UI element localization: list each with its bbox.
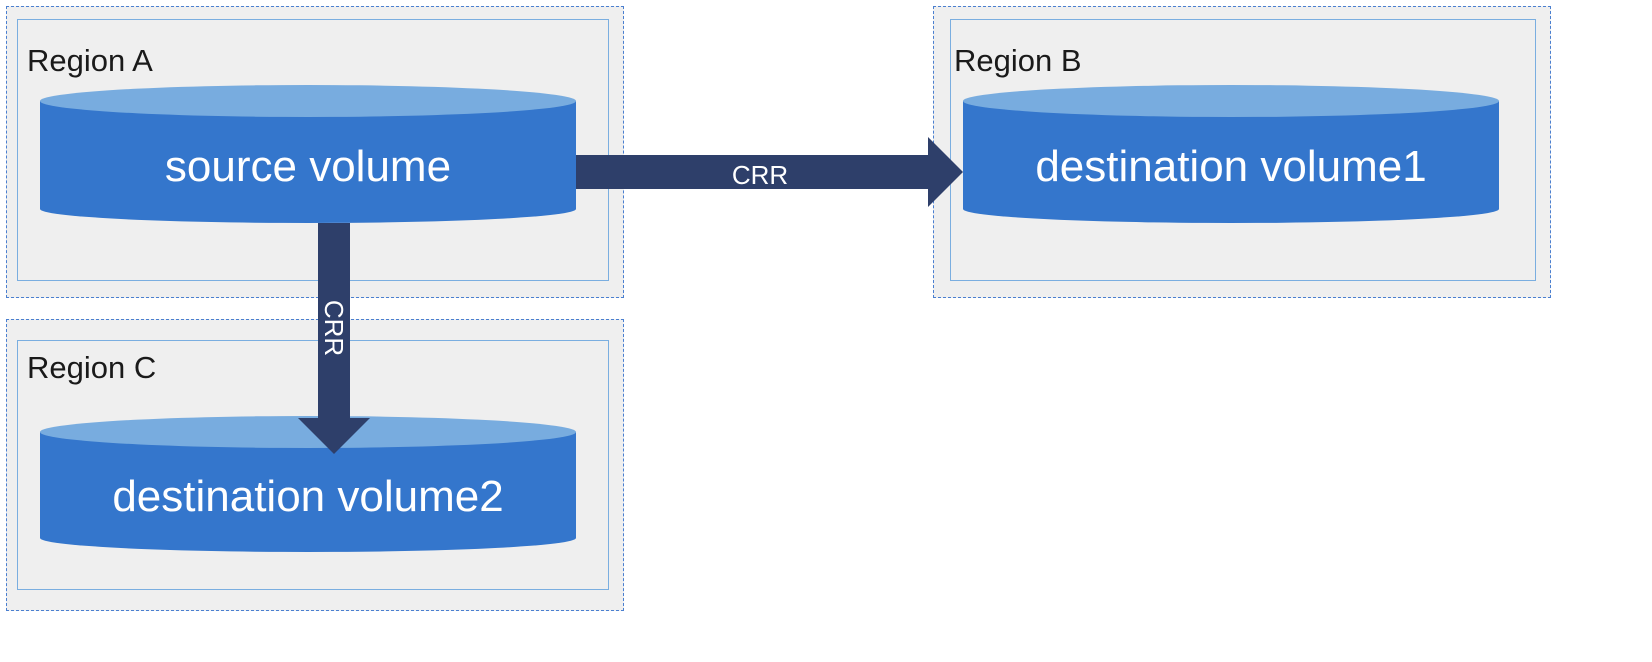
region-b-inner-frame bbox=[950, 19, 1536, 281]
destination-volume2-cylinder: destination volume2 bbox=[40, 416, 576, 552]
destination-volume2-body bbox=[40, 432, 576, 538]
region-a-inner-frame bbox=[17, 19, 609, 281]
crr-arrow-to-region-b: CRR bbox=[576, 137, 963, 207]
source-volume-top bbox=[40, 85, 576, 117]
destination-volume2-bottom bbox=[40, 524, 576, 552]
region-a-label: Region A bbox=[27, 43, 153, 78]
crr-arrow-vertical-label: CRR bbox=[319, 300, 349, 356]
source-volume-bottom bbox=[40, 195, 576, 223]
region-b-label: Region B bbox=[954, 43, 1082, 78]
crr-arrow-vertical bbox=[298, 223, 370, 454]
crr-arrow-horizontal-label: CRR bbox=[732, 160, 788, 190]
region-c-inner-frame bbox=[17, 340, 609, 590]
source-volume-body bbox=[40, 101, 576, 209]
destination-volume1-body bbox=[963, 101, 1499, 209]
destination-volume2-top bbox=[40, 416, 576, 448]
destination-volume1-bottom bbox=[963, 195, 1499, 223]
destination-volume2-label: destination volume2 bbox=[112, 472, 503, 521]
destination-volume1-top bbox=[963, 85, 1499, 117]
destination-volume1-cylinder: destination volume1 bbox=[963, 85, 1499, 223]
crr-arrow-horizontal bbox=[576, 137, 963, 207]
source-volume-cylinder: source volume bbox=[40, 85, 576, 223]
source-volume-label: source volume bbox=[165, 142, 451, 191]
region-c-label: Region C bbox=[27, 350, 157, 385]
crr-arrow-to-region-c: CRR bbox=[298, 223, 370, 454]
destination-volume1-label: destination volume1 bbox=[1035, 142, 1426, 191]
